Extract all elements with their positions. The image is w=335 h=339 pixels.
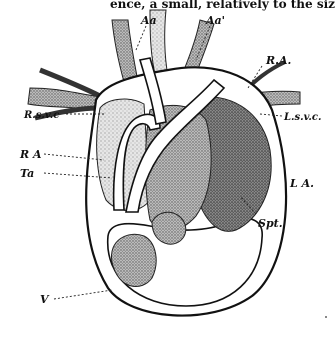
label-aa-prime: Aa' (205, 14, 225, 27)
top-vessel-left (112, 20, 138, 82)
label-v: V (40, 293, 50, 306)
label-rsvc: R.s.v.c (23, 110, 59, 121)
label-la: L A. (289, 177, 314, 190)
caption-fragment: ence, a small, relatively to the size o (110, 0, 335, 11)
label-ta: Ta (20, 167, 34, 180)
label-spt: Spt. (258, 217, 283, 230)
label-aa: Aa (140, 14, 157, 27)
leader-v (54, 290, 112, 299)
leader-aa (136, 26, 146, 50)
label-ra-top: R.A. (265, 54, 292, 67)
label-lsvc: L.s.v.c. (283, 112, 321, 123)
label-ra-left: R A (19, 148, 42, 161)
stray-mark (325, 316, 327, 318)
